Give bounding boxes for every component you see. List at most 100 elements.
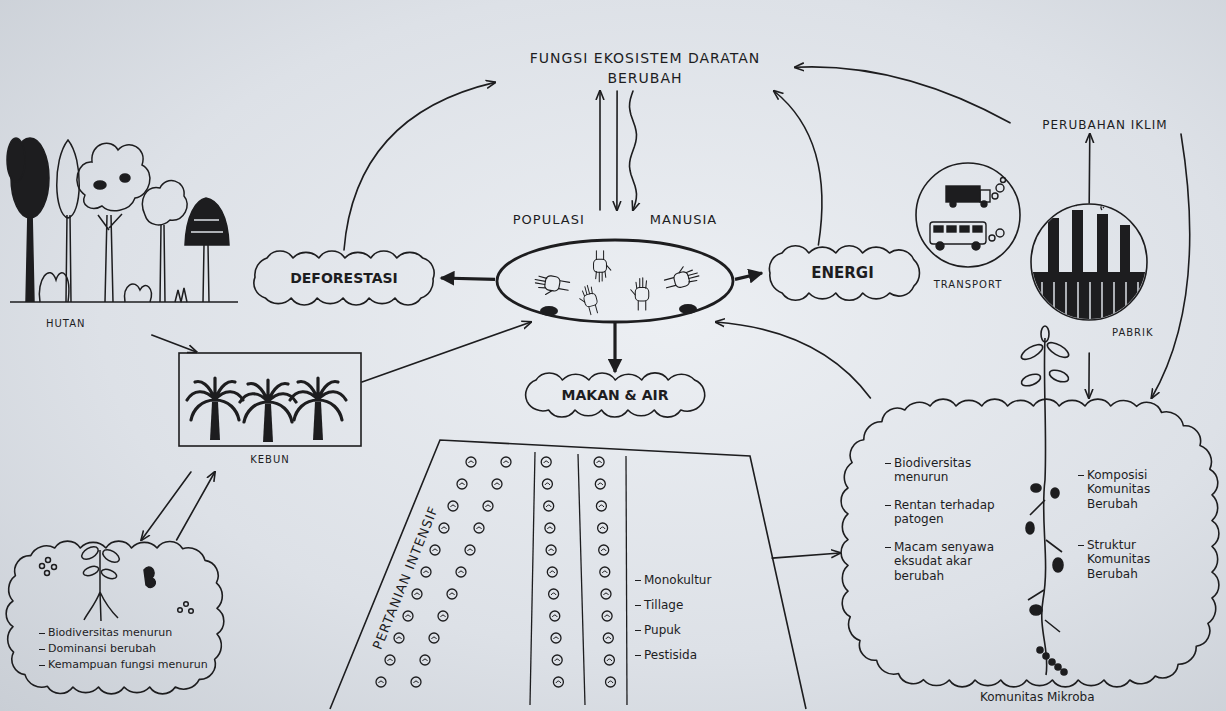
node-label: FUNGSI EKOSISTEM DARATAN BERUBAH	[495, 48, 795, 89]
node-label: ENERGI	[762, 264, 923, 282]
crop-plant	[430, 545, 440, 555]
bullet-text: Kemampuan fungsi menurun	[39, 658, 219, 671]
crop-plant	[429, 633, 439, 643]
arrow-connector	[1088, 353, 1090, 398]
crop-plant	[457, 479, 467, 489]
circle-outline	[1031, 204, 1147, 320]
crop-plant	[541, 457, 551, 467]
crop-plant	[411, 677, 421, 687]
crop-plant	[412, 589, 422, 599]
crop-plant	[546, 545, 556, 555]
crop-plant	[602, 611, 612, 621]
crop-plant	[545, 523, 555, 533]
driver-cloud: ENERGI	[762, 245, 923, 301]
node-shape	[5, 540, 225, 695]
factory-circle: PABRIK	[1030, 203, 1190, 353]
node-label: PABRIK	[1112, 327, 1154, 339]
bullet-text: Struktur Komunitas Berubah	[1078, 538, 1190, 581]
crop-plant	[542, 479, 552, 489]
arrow-connector	[599, 91, 601, 210]
arrow-connector	[795, 67, 1010, 123]
bullet-text: Monokultur	[635, 573, 711, 587]
bullet-text: Biodiversitas menurun	[39, 626, 219, 639]
arrow-connector	[177, 472, 215, 540]
soil-plant-illustration	[40, 544, 194, 621]
box-outline	[179, 353, 361, 446]
root-microbes-illustration	[1019, 326, 1071, 675]
bullet-text: Komposisi Komunitas Berubah	[1078, 468, 1190, 511]
outcome-text: FUNGSI EKOSISTEM DARATAN BERUBAH	[495, 48, 795, 91]
crop-plant	[598, 523, 608, 533]
bullet-text: Pupuk	[635, 623, 681, 637]
crop-plant	[448, 501, 458, 511]
transport-circle: TRANSPORT	[916, 163, 1020, 303]
plantation-box: KEBUN	[178, 352, 362, 472]
crop-plant	[551, 633, 561, 643]
population-ellipse: POPULASI MANUSIA	[495, 210, 735, 322]
crop-plant	[601, 589, 611, 599]
node-label: MAKAN & AIR	[519, 387, 711, 404]
crop-plant	[547, 567, 557, 577]
crop-plant	[544, 501, 554, 511]
cloud-outline	[841, 399, 1219, 687]
bullet-text: Macam senyawa eksudat akar berubah	[885, 540, 1015, 583]
crop-plant	[492, 479, 502, 489]
crop-plant	[465, 545, 475, 555]
node-label: HUTAN	[46, 318, 86, 330]
bullet-text: Rentan terhadap patogen	[885, 498, 1015, 527]
arrow-connector	[362, 322, 531, 382]
cloud-outline	[6, 541, 224, 694]
crop-plant	[596, 501, 606, 511]
field-outline	[330, 440, 806, 709]
arrow-connector	[1088, 134, 1090, 203]
arrow-connector	[344, 82, 495, 250]
soil-cloud: Biodiversitas menurunDominansi berubahKe…	[5, 540, 225, 695]
arrow-connector	[630, 91, 637, 210]
arrow-connector	[141, 472, 191, 540]
crop-plant	[599, 545, 609, 555]
node-shape	[1030, 203, 1190, 353]
crop-plant	[550, 611, 560, 621]
crop-plant	[420, 655, 430, 665]
crop-plant	[456, 567, 466, 577]
arrow-connector	[716, 322, 871, 398]
forest-illustration	[7, 138, 238, 302]
block-arrow	[441, 278, 495, 279]
factory-illustration	[1028, 201, 1152, 332]
crop-plant	[604, 655, 614, 665]
arrow-connector	[152, 335, 197, 352]
population-ellipse-outline	[497, 240, 733, 322]
bullet-text: Tillage	[635, 598, 683, 612]
crop-plant	[376, 677, 386, 687]
node-label: TRANSPORT	[916, 279, 1020, 291]
crop-plant	[466, 457, 476, 467]
forest-figure: HUTAN	[8, 135, 240, 335]
node-label: Komunitas Mikroba	[980, 690, 1180, 704]
circle-outline	[916, 163, 1020, 267]
crop-plant	[603, 633, 613, 643]
crop-plant	[483, 501, 493, 511]
bullet-text: Biodiversitas menurun	[885, 456, 1015, 485]
crop-plant	[421, 567, 431, 577]
bullet-text: Dominansi berubah	[39, 642, 219, 655]
field-dividers	[530, 452, 627, 705]
vehicles-illustration	[930, 178, 1006, 251]
arrow-connector	[774, 91, 822, 245]
node-label: KEBUN	[178, 454, 362, 466]
crop-plant	[501, 457, 511, 467]
crop-plant	[595, 479, 605, 489]
block-arrow	[735, 273, 762, 279]
block-arrow	[613, 322, 616, 372]
arrow-connector	[616, 91, 618, 210]
node-label: DEFORESTASI	[247, 270, 441, 287]
crop-plant	[552, 655, 562, 665]
arrow-connector	[1152, 134, 1190, 398]
crop-plant	[438, 611, 448, 621]
crop-plant	[447, 589, 457, 599]
crop-plant	[439, 523, 449, 533]
bullet-text: Pestisida	[635, 648, 697, 662]
